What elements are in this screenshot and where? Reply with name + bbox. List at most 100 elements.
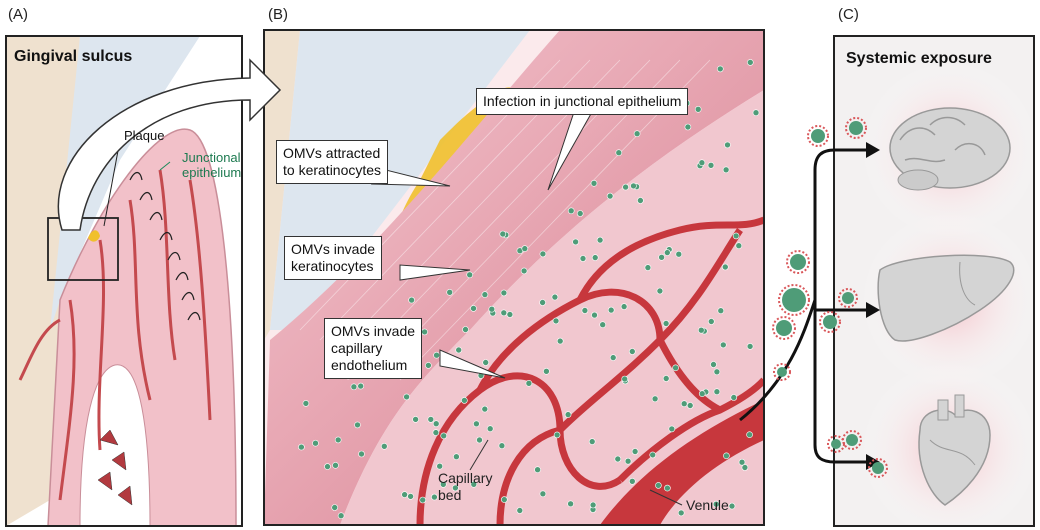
omv-dot xyxy=(486,425,494,433)
capillary-loops xyxy=(129,171,201,321)
omv-dot xyxy=(470,480,478,488)
omv-dot xyxy=(633,130,641,137)
omv-dot xyxy=(606,192,614,200)
omv-dot xyxy=(712,500,720,508)
omv-dot xyxy=(684,123,692,131)
omv-dot xyxy=(590,180,598,187)
omv-dot xyxy=(656,287,664,295)
omv-dot xyxy=(436,462,444,470)
omv-dot xyxy=(589,501,597,509)
omv-dot xyxy=(551,293,559,301)
omv-dot xyxy=(579,255,587,262)
panel-a-border xyxy=(5,35,243,527)
omv-dot xyxy=(596,236,604,244)
panel-c-letter: (C) xyxy=(838,6,859,23)
omv-particle xyxy=(786,250,810,274)
omv-dot xyxy=(649,451,657,459)
omv-dot xyxy=(380,442,388,450)
capillary-bed-label: Capillary bed xyxy=(438,470,493,503)
omv-dot xyxy=(337,512,345,520)
omv-dot xyxy=(680,400,688,408)
omv-dot xyxy=(425,362,432,369)
omv-dot xyxy=(630,182,637,190)
deeper-tissue xyxy=(340,90,764,525)
omv-dot xyxy=(421,328,428,336)
omv-dot xyxy=(672,364,679,372)
circulating-omvs xyxy=(772,117,888,478)
omv-dot xyxy=(730,394,738,401)
omv-dot xyxy=(440,432,448,440)
omv-dot xyxy=(525,379,533,387)
omv-particle xyxy=(773,363,791,381)
callout-invade-capillary: OMVs invade capillary endothelium xyxy=(324,318,423,379)
panel-c xyxy=(834,36,1034,526)
omv-dot xyxy=(470,305,477,312)
arrow-heads xyxy=(866,142,880,470)
panel-b-letter: (B) xyxy=(268,6,288,23)
omv-dot xyxy=(663,249,671,256)
omv-dot xyxy=(312,439,319,447)
omv-dot xyxy=(324,463,331,470)
omv-dot xyxy=(697,326,705,334)
omv-dot xyxy=(499,230,507,238)
omv-dot xyxy=(500,289,508,297)
omv-dot xyxy=(412,416,419,423)
omv-dot xyxy=(427,416,435,423)
omv-dot xyxy=(553,431,561,439)
omv-dot xyxy=(628,477,636,485)
omv-dot xyxy=(462,326,469,333)
omv-dot xyxy=(302,400,310,407)
omv-dot xyxy=(713,388,721,396)
omv-dot xyxy=(298,443,305,451)
omv-dot xyxy=(473,420,480,428)
omv-dot xyxy=(539,299,546,306)
omv-particle xyxy=(772,316,796,340)
omv-dot xyxy=(628,348,636,355)
omv-dot xyxy=(723,452,730,460)
omv-dot xyxy=(644,264,652,271)
omv-particle xyxy=(838,288,858,308)
plaque-label: Plaque xyxy=(124,128,165,143)
omv-dot xyxy=(621,375,629,383)
omv-dot xyxy=(350,383,358,391)
omv-dot xyxy=(620,303,628,310)
omv-dot xyxy=(631,448,639,455)
junctional-label: Junctional epithelium xyxy=(182,150,242,180)
omv-particle xyxy=(827,435,845,453)
omv-dot xyxy=(738,458,746,466)
omv-dot xyxy=(707,162,715,169)
omv-dot xyxy=(543,367,550,375)
omv-particle xyxy=(807,125,829,147)
omv-dot xyxy=(453,453,460,461)
callout-pointers xyxy=(370,111,593,379)
heart-icon xyxy=(918,394,991,506)
omv-dot xyxy=(664,484,671,492)
omv-dot xyxy=(455,346,463,354)
omv-dot xyxy=(516,507,524,514)
omv-dot xyxy=(576,210,584,217)
omv-dot xyxy=(591,311,598,319)
omv-dot xyxy=(721,263,729,271)
omv-dot xyxy=(746,59,754,66)
omv-dot xyxy=(506,311,514,318)
omv-dot xyxy=(609,354,617,361)
venule-label: Venule xyxy=(686,497,729,513)
omv-dot xyxy=(728,502,736,510)
omv-dot xyxy=(658,253,665,261)
omv-dot xyxy=(746,431,753,439)
omv-dot xyxy=(599,321,607,329)
omv-dot xyxy=(358,450,365,458)
omv-dot xyxy=(591,254,599,261)
omv-dot xyxy=(564,411,572,418)
brain-icon xyxy=(889,107,1011,191)
omv-dot xyxy=(637,197,644,204)
omv-dot xyxy=(686,402,694,409)
callout-invade-keratinocytes: OMVs invade keratinocytes xyxy=(284,236,383,280)
omv-dot xyxy=(615,149,623,156)
omv-dot xyxy=(624,457,632,465)
omv-dot xyxy=(539,490,547,498)
omv-dot xyxy=(713,368,721,376)
capillary-network xyxy=(416,216,764,525)
omv-dot xyxy=(334,436,342,444)
omv-dot xyxy=(433,351,440,359)
